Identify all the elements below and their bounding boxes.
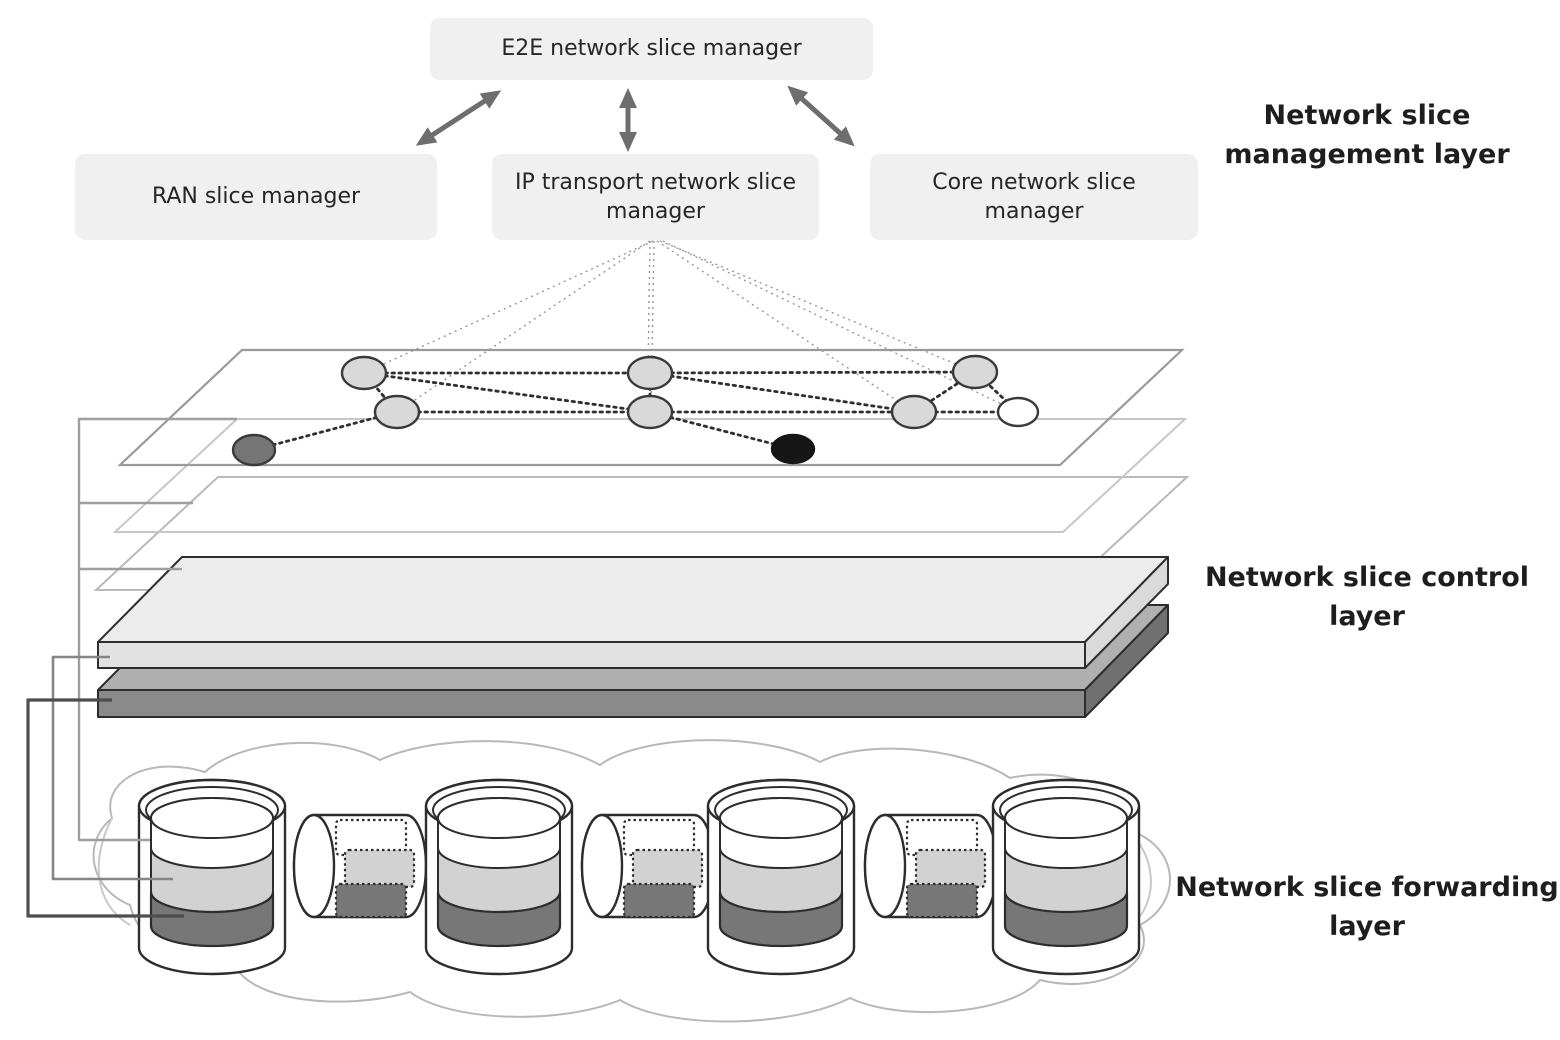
router-cylinder (991, 778, 1141, 976)
forwarding-routers (137, 778, 1141, 976)
sliced-router-cylinder (580, 813, 716, 919)
sliced-router-cylinder (863, 813, 999, 919)
manager-to-node-links (363, 240, 1019, 413)
ip-transport-slice-manager-box: IP transport network slice manager (492, 154, 819, 240)
connector-lightslab-to-router-gray-band (51, 655, 173, 881)
router-cylinder (137, 778, 287, 976)
core-slice-manager-label: Core network slice manager (932, 169, 1136, 224)
layer-connectors (26, 417, 237, 918)
control-slab-light (97, 556, 1169, 669)
topology-node-white (996, 396, 1040, 428)
topology-node-black (770, 433, 816, 465)
core-slice-manager-box: Core network slice manager (870, 154, 1198, 240)
control-plane-2 (112, 418, 1188, 533)
topology-node-light (626, 355, 674, 391)
double-arrow-e2e-ran (415, 90, 502, 146)
management-arrows (415, 85, 855, 152)
connector-darkslab-to-router-dark-band (26, 698, 184, 918)
double-arrow-e2e-core (787, 85, 855, 147)
forwarding-layer-label: Network slice forwarding layer (1175, 872, 1559, 942)
topology-node-light (340, 355, 388, 391)
management-layer-label: Network slice management layer (1224, 100, 1510, 170)
ip-transport-slice-manager-label: IP transport network slice manager (514, 169, 797, 224)
control-layer-label: Network slice control layer (1204, 562, 1530, 632)
ran-slice-manager-label: RAN slice manager (151, 184, 361, 210)
control-plane-topology (117, 348, 1185, 467)
e2e-slice-manager-label: E2E network slice manager (501, 36, 802, 62)
connector-plane-to-router-white-band (77, 417, 237, 842)
e2e-slice-manager-box: E2E network slice manager (430, 18, 873, 80)
topology-node-light (373, 394, 421, 430)
ran-slice-manager-box: RAN slice manager (75, 154, 437, 240)
topology-node-light (890, 394, 938, 430)
sliced-router-cylinder (292, 813, 428, 919)
topology-node-light (951, 354, 999, 390)
topology-nodes (231, 354, 1040, 467)
topology-links (252, 370, 1020, 452)
router-cylinder (706, 778, 856, 976)
router-cylinder (424, 778, 574, 976)
topology-node-light (626, 394, 674, 430)
topology-node-dark (231, 433, 277, 467)
